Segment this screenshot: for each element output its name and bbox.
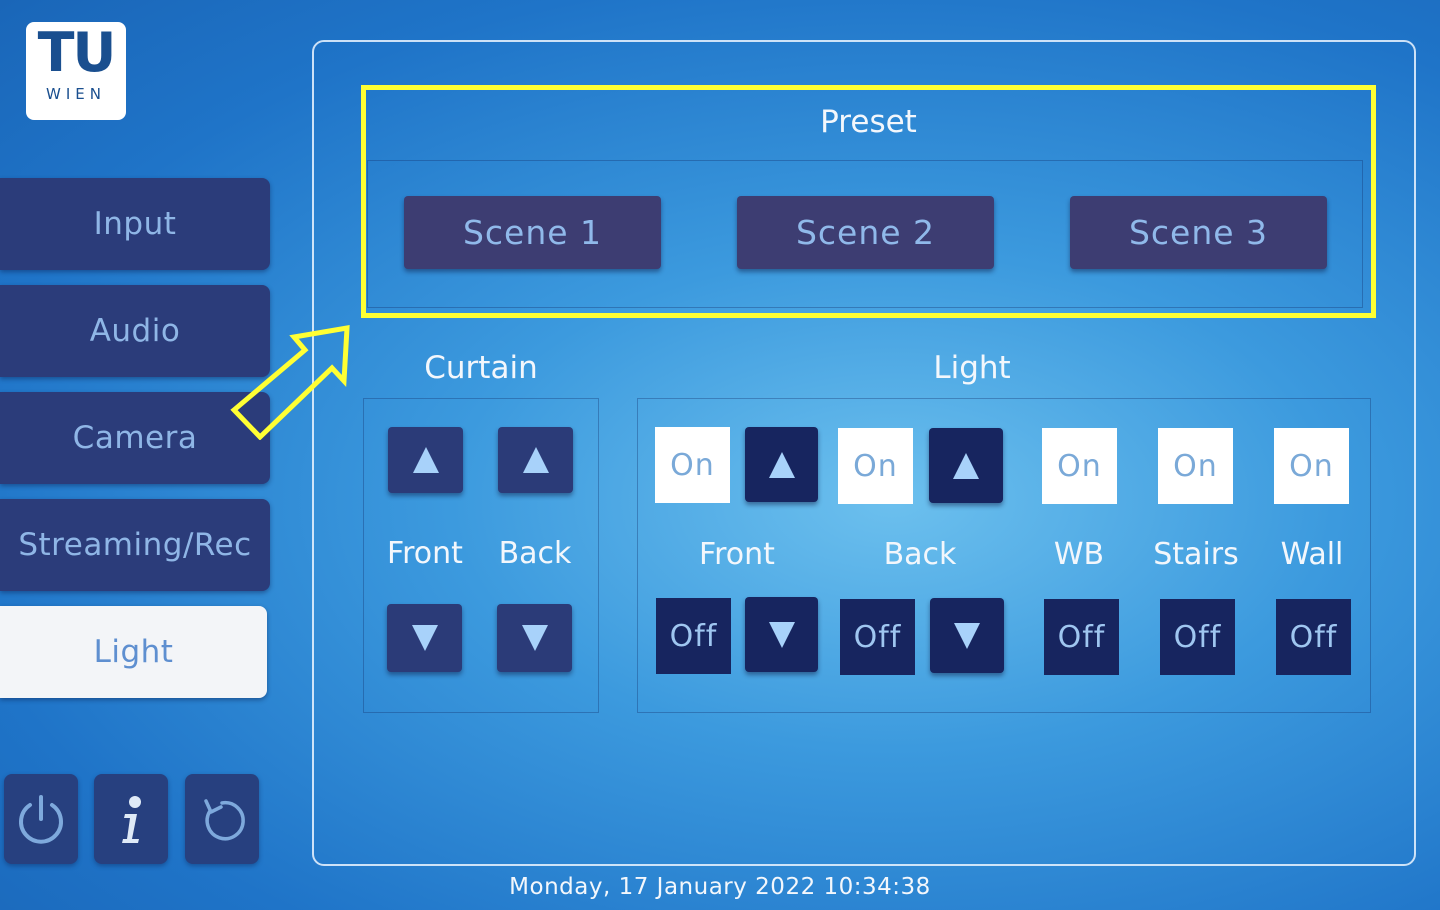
arrow-up-icon (412, 447, 439, 473)
sidebar-item-audio[interactable]: Audio (0, 285, 270, 377)
curtain-group (363, 398, 599, 713)
preset-title: Preset (820, 104, 917, 140)
light-front-up-button[interactable] (745, 427, 818, 502)
power-icon (19, 795, 63, 844)
info-button[interactable] (94, 774, 168, 864)
light-back-on-button[interactable]: On (838, 428, 913, 504)
info-icon (122, 796, 141, 843)
light-back-down-button[interactable] (930, 598, 1004, 673)
arrow-up-icon (768, 451, 795, 478)
sidebar-item-light[interactable]: Light (0, 606, 267, 698)
light-stairs-label: Stairs (1153, 537, 1239, 572)
refresh-button[interactable] (185, 774, 259, 864)
preset-highlight-box (361, 85, 1376, 318)
light-wall-label: Wall (1280, 537, 1344, 572)
logo-bottom-text: WIEN (46, 85, 106, 103)
light-group (637, 398, 1371, 713)
light-back-up-button[interactable] (929, 428, 1003, 503)
power-button[interactable] (4, 774, 78, 864)
arrow-down-icon (768, 621, 795, 648)
light-back-off-button[interactable]: Off (840, 599, 915, 675)
light-wb-label: WB (1053, 537, 1105, 572)
curtain-back-down-button[interactable] (497, 604, 572, 672)
arrow-down-icon (521, 625, 548, 651)
sidebar-item-camera[interactable]: Camera (0, 392, 270, 484)
curtain-front-label: Front (387, 536, 463, 571)
light-title: Light (933, 350, 1011, 386)
curtain-back-up-button[interactable] (498, 427, 573, 493)
sidebar-item-streaming-rec[interactable]: Streaming/Rec (0, 499, 270, 591)
main-panel (312, 40, 1416, 866)
logo-top-text: TU (37, 21, 117, 84)
scene-2-button[interactable]: Scene 2 (737, 196, 994, 269)
sidebar-item-input[interactable]: Input (0, 178, 270, 270)
annotation-arrow-icon (230, 325, 350, 440)
light-wb-on-button[interactable]: On (1042, 428, 1117, 504)
refresh-icon (204, 799, 245, 841)
light-stairs-on-button[interactable]: On (1158, 428, 1233, 504)
light-front-label: Front (699, 537, 775, 572)
arrow-down-icon (954, 622, 980, 649)
light-front-off-button[interactable]: Off (656, 598, 731, 674)
light-wall-on-button[interactable]: On (1274, 428, 1349, 504)
scene-3-button[interactable]: Scene 3 (1070, 196, 1327, 269)
scene-1-button[interactable]: Scene 1 (404, 196, 661, 269)
arrow-up-icon (522, 447, 549, 473)
light-wall-off-button[interactable]: Off (1276, 599, 1351, 675)
datetime-status: Monday, 17 January 2022 10:34:38 (509, 874, 931, 900)
light-front-down-button[interactable] (745, 597, 818, 672)
arrow-up-icon (953, 452, 979, 479)
light-stairs-off-button[interactable]: Off (1160, 599, 1235, 675)
curtain-front-up-button[interactable] (388, 427, 463, 493)
preset-group (367, 160, 1363, 308)
tu-wien-logo: TU WIEN (26, 22, 126, 120)
curtain-front-down-button[interactable] (387, 604, 462, 672)
light-wb-off-button[interactable]: Off (1044, 599, 1119, 675)
light-front-on-button[interactable]: On (655, 427, 730, 503)
arrow-down-icon (411, 625, 438, 651)
curtain-back-label: Back (498, 536, 572, 571)
curtain-title: Curtain (424, 350, 538, 386)
light-back-label: Back (883, 537, 957, 572)
